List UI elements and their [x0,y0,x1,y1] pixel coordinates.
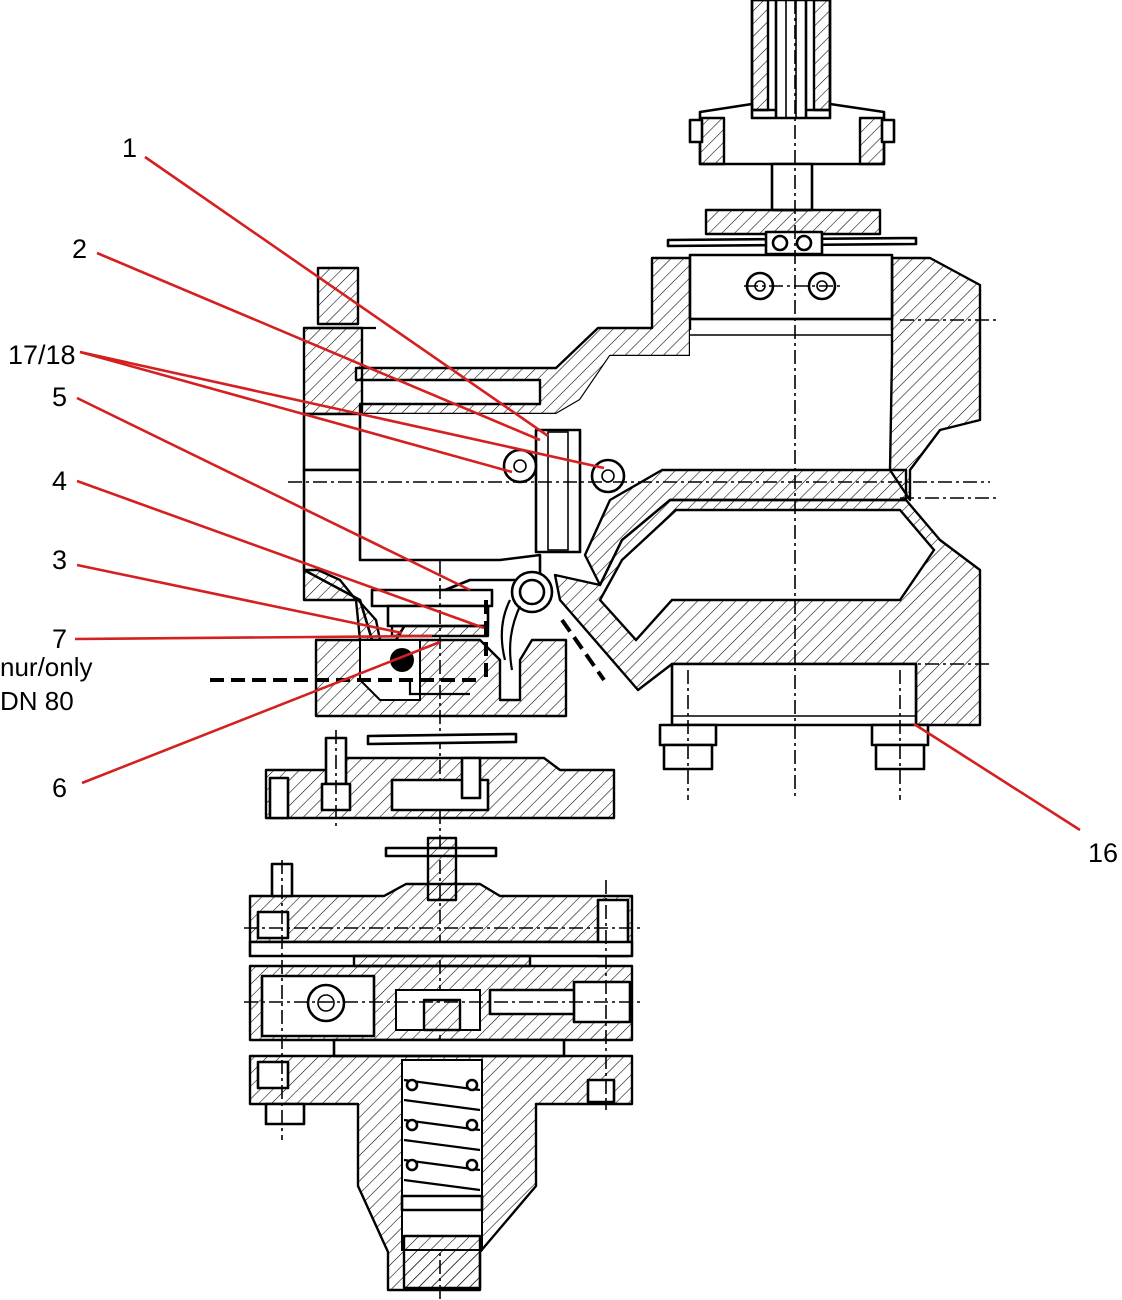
callout-17-18: 17/18 [8,340,76,370]
callout-1: 1 [122,133,137,163]
callout-16: 16 [1088,838,1118,868]
adapter-plate [264,730,616,830]
leader-lines [74,155,1081,832]
leader-6 [81,640,441,785]
leader-16 [913,722,1081,832]
callout-labels: 1 2 17/18 5 4 3 7 6 16 nur/only DN 80 [0,133,1118,868]
leader-1 [144,155,549,438]
callout-3: 3 [52,545,67,575]
leader-4 [76,479,485,630]
valve-body [302,253,982,771]
callout-5: 5 [52,382,67,412]
leader-7 [74,634,433,641]
callout-6: 6 [52,773,67,803]
yoke-plate [666,208,918,256]
note-nur-only: nur/only [0,652,93,682]
spring [403,1078,481,1192]
leader-2 [96,251,541,442]
actuator-stem [688,0,896,212]
leader-5 [76,396,471,592]
callout-2: 2 [72,234,87,264]
leader-17-18-b [79,350,605,470]
callout-4: 4 [52,466,67,496]
callout-7: 7 [52,624,67,654]
leader-17-18-a [79,350,513,474]
leader-3 [76,563,403,635]
pilot-regulator [244,836,640,1292]
note-dn80: DN 80 [0,686,74,716]
